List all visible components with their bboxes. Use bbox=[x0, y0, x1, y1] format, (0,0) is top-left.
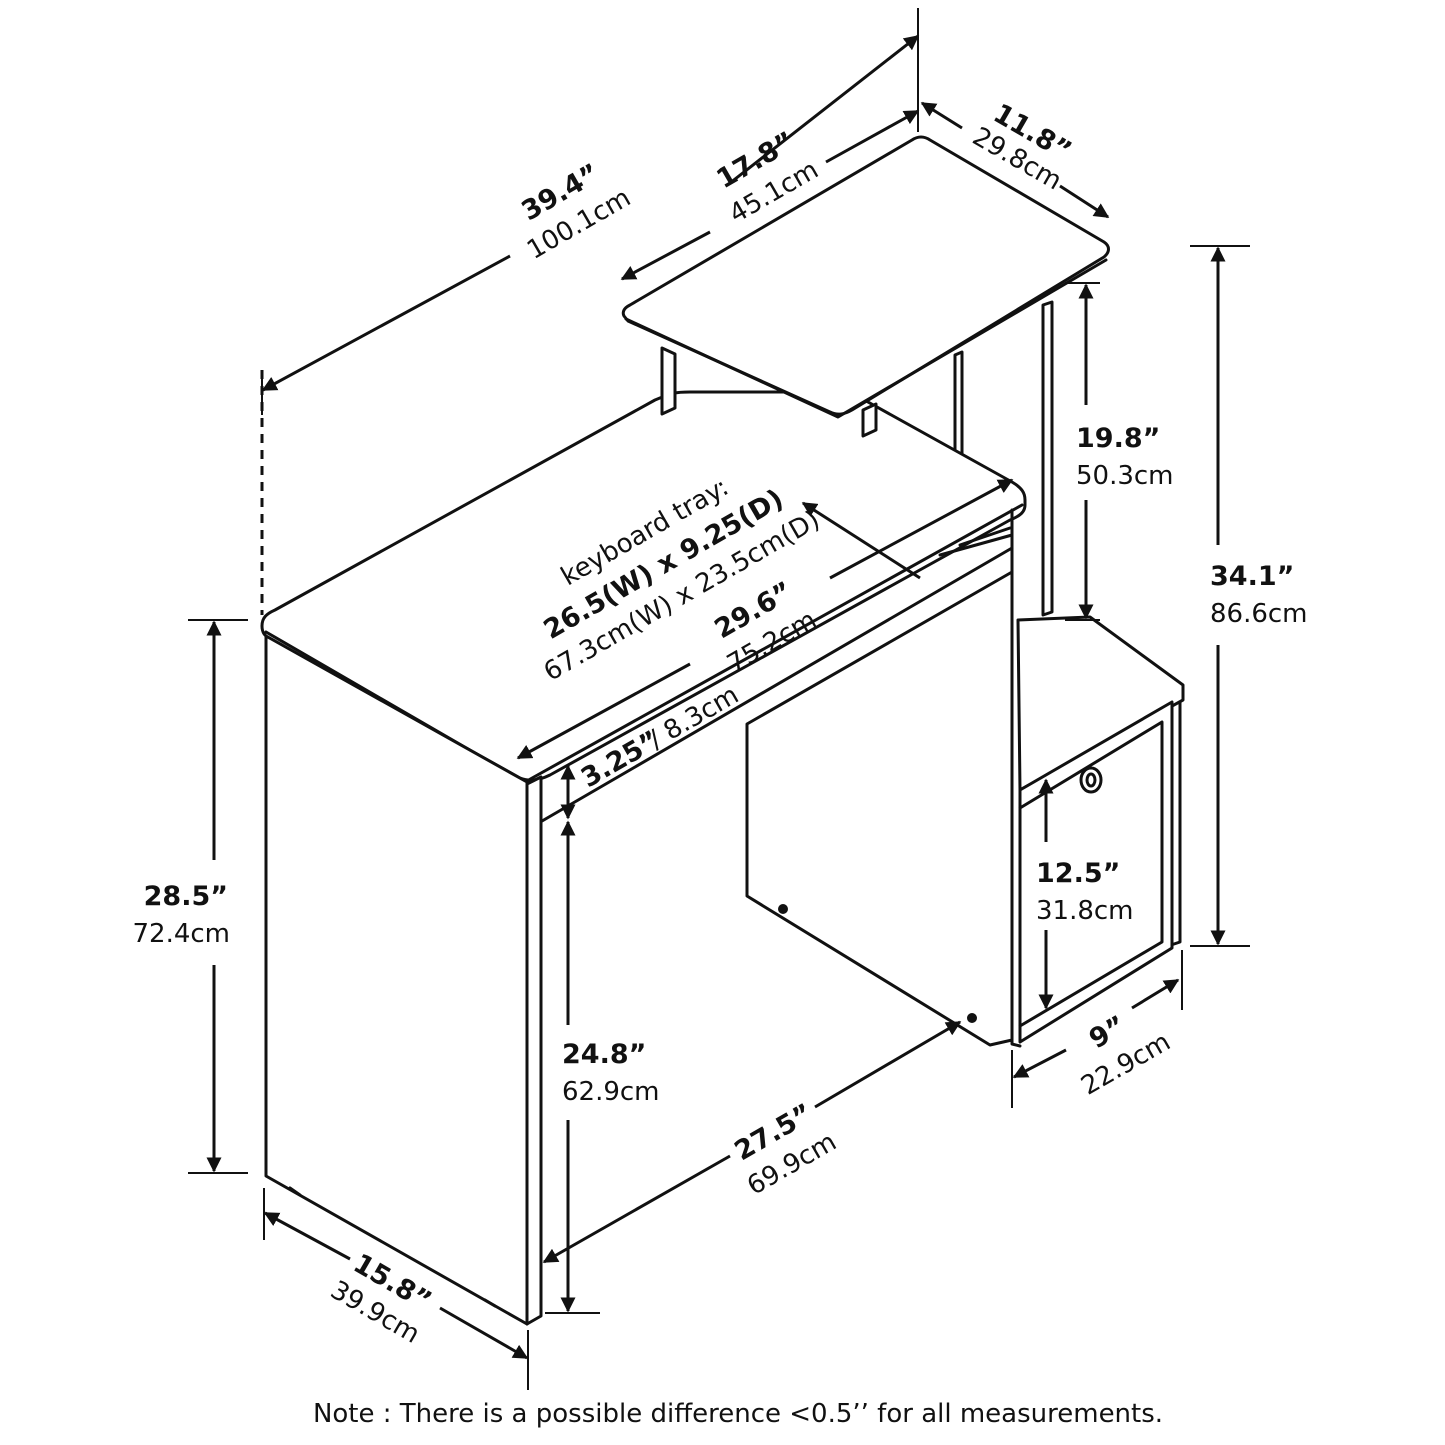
cubby-handle-icon bbox=[1079, 766, 1103, 794]
center-support-panel bbox=[745, 570, 1014, 1047]
dim-overall-width-a bbox=[261, 254, 511, 392]
label-cubby-height-in: 12.5” bbox=[1036, 858, 1120, 889]
dim-overall-width-b bbox=[729, 34, 920, 185]
dimension-lines bbox=[188, 8, 1250, 1390]
dim-shelf-depth-a bbox=[920, 101, 963, 130]
label-cubby-height-cm: 31.8cm bbox=[1036, 896, 1134, 926]
upper-shelf-edge bbox=[624, 258, 1108, 419]
label-knee-width: 27.5” 69.9cm bbox=[729, 1098, 841, 1201]
dim-shelf-width-a bbox=[620, 230, 711, 281]
label-cubby-width: 9” 22.9cm bbox=[1076, 1010, 1175, 1102]
dim-knee-width-a bbox=[542, 1154, 731, 1264]
dim-cubby-width-b bbox=[1131, 978, 1180, 1010]
label-clearance-cm: 62.9cm bbox=[562, 1077, 660, 1107]
label-overall-height-cm: 86.6cm bbox=[1210, 599, 1308, 629]
left-panel-front-edge bbox=[525, 775, 543, 1326]
label-clearance-in: 24.8” bbox=[562, 1039, 646, 1070]
leveler-right-icon bbox=[967, 1013, 977, 1023]
label-desk-height-cm: 72.4cm bbox=[132, 919, 230, 949]
dim-desk-width-a bbox=[516, 662, 691, 760]
dim-desk-depth-a bbox=[263, 1211, 351, 1261]
tray-pointer-arrow bbox=[801, 501, 921, 580]
label-shelf-height-in: 19.8” bbox=[1076, 423, 1160, 454]
dim-desk-width-b bbox=[829, 478, 1014, 580]
dim-cubby-width-a bbox=[1012, 1048, 1067, 1079]
center-panel-edge bbox=[1010, 508, 1022, 1048]
shelf-leg-front bbox=[861, 402, 878, 438]
measurement-note: Note : There is a possible difference <0… bbox=[313, 1399, 1163, 1429]
shelf-upright-middle bbox=[953, 350, 964, 462]
keyboard-tray-recess bbox=[528, 526, 1014, 830]
label-overall-width: 39.4” 100.1cm bbox=[516, 158, 635, 266]
left-panel-bottom bbox=[288, 1186, 497, 1308]
dim-shelf-depth-b bbox=[1059, 184, 1110, 219]
cubby-handle-hole bbox=[1085, 772, 1097, 788]
cubby-opening bbox=[1018, 720, 1164, 1028]
dim-desk-depth-b bbox=[439, 1306, 529, 1360]
label-overall-height-in: 34.1” bbox=[1210, 561, 1294, 592]
desk-drawing bbox=[260, 135, 1185, 1326]
dim-knee-width-b bbox=[814, 1020, 962, 1109]
cubby-top bbox=[1016, 615, 1185, 792]
leveler-left-icon bbox=[778, 904, 788, 914]
shelf-leg-left bbox=[660, 346, 677, 416]
label-desk-height-in: 28.5” bbox=[144, 881, 228, 912]
label-shelf-height-cm: 50.3cm bbox=[1076, 461, 1174, 491]
shelf-upright-right bbox=[1041, 300, 1054, 617]
dim-shelf-width-b bbox=[825, 109, 920, 164]
